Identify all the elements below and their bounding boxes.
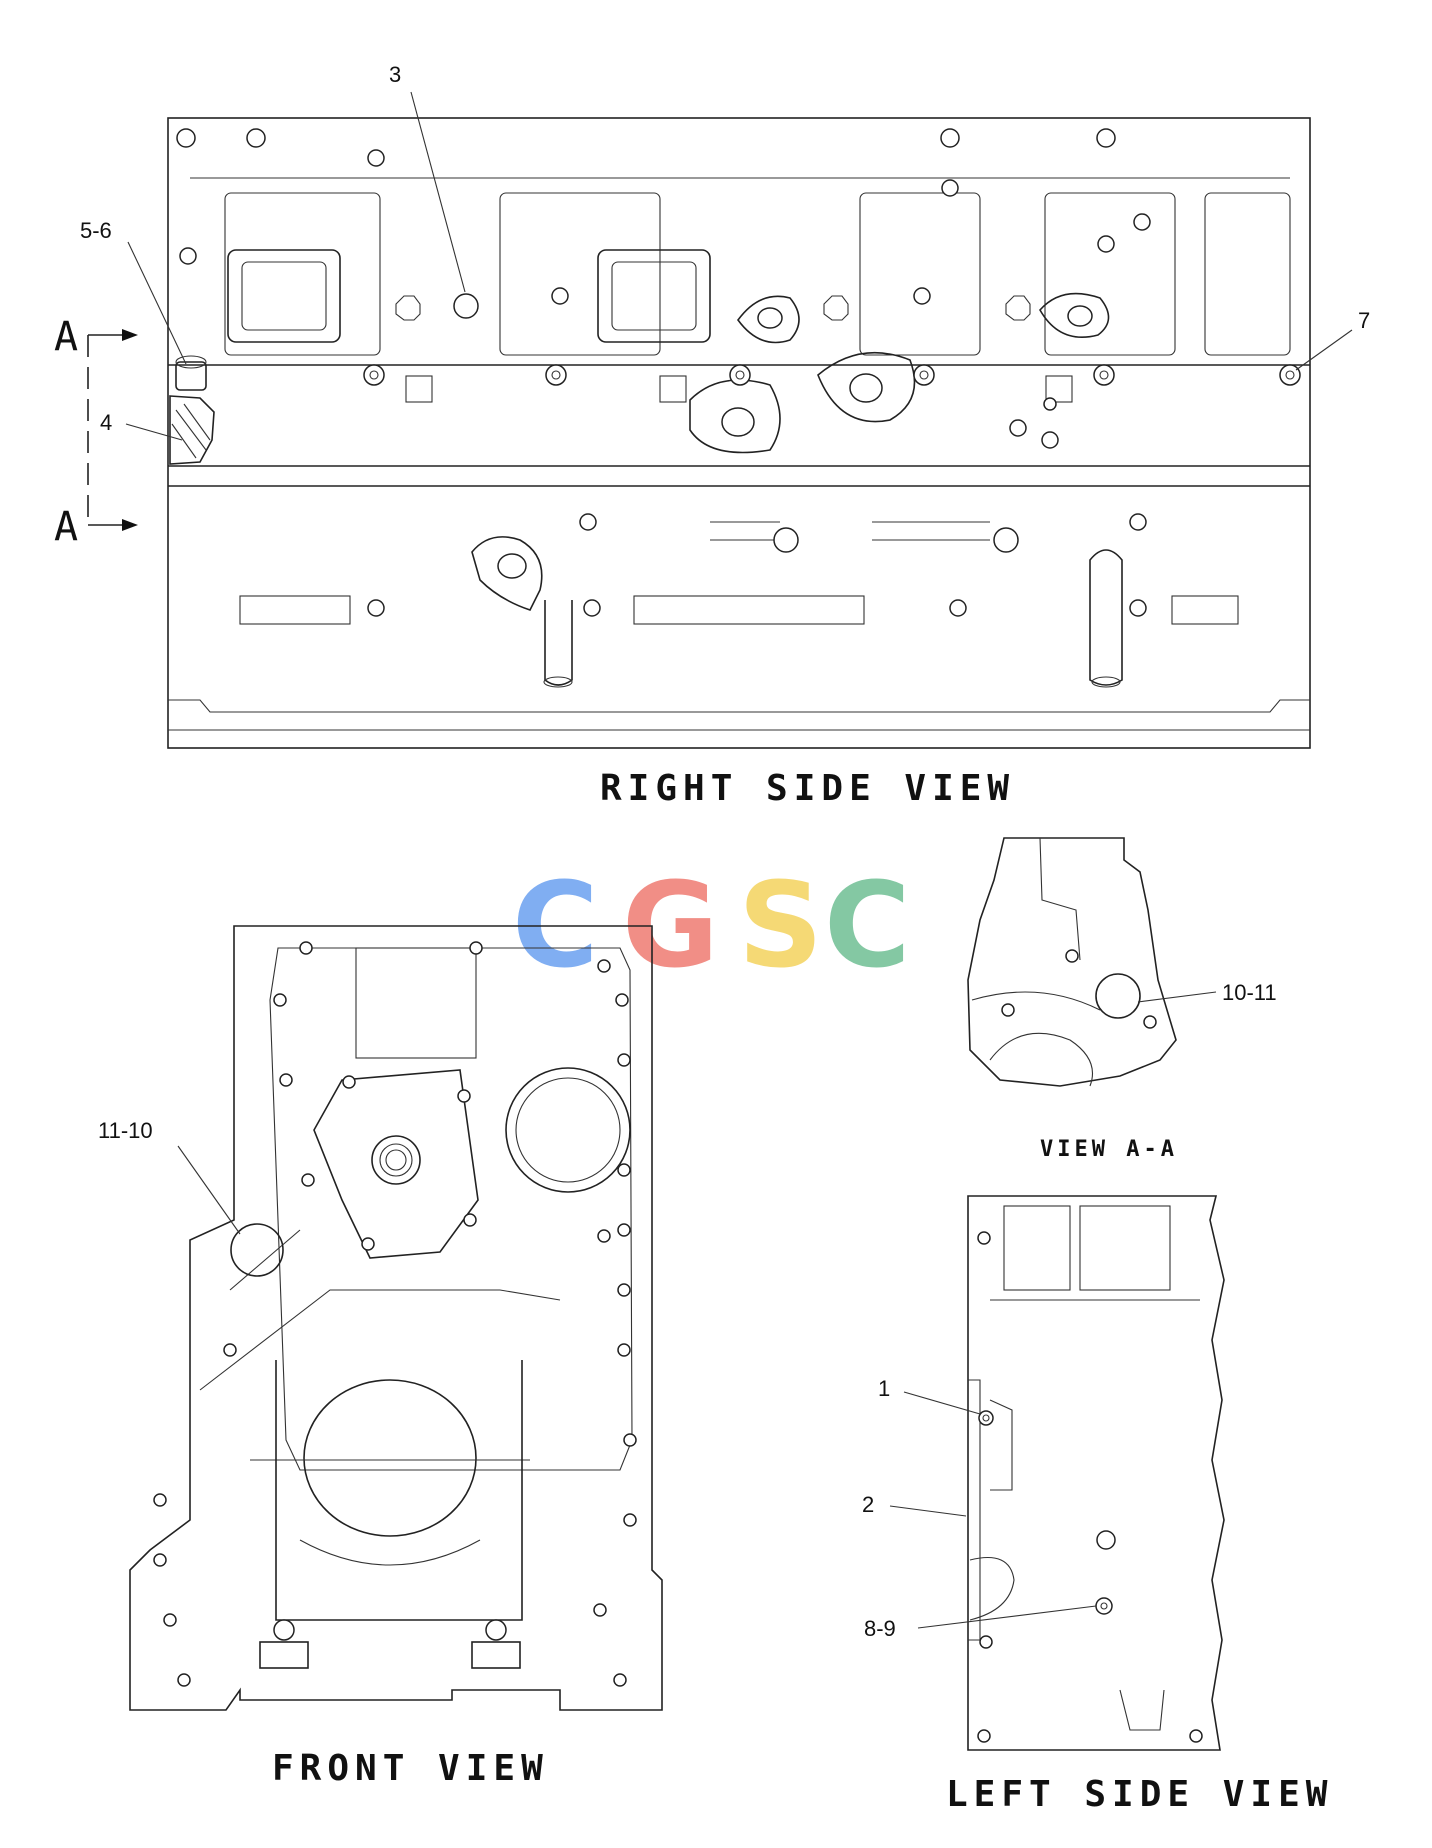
view-title-right-side: RIGHT SIDE VIEW: [600, 768, 1015, 809]
watermark-letter-4: C: [824, 856, 911, 994]
callout-11-10: 11-10: [98, 1118, 241, 1235]
callout-8-9: 8-9: [864, 1605, 1097, 1641]
callout-label-10-11: 10-11: [1222, 980, 1277, 1005]
left-plug-8-9: [1095, 1597, 1113, 1615]
callout-10-11: 10-11: [1137, 980, 1277, 1005]
section-letter-top: A: [54, 314, 78, 360]
callout-label-8-9: 8-9: [864, 1616, 896, 1641]
callout-label-4: 4: [100, 410, 112, 435]
left-block-outline: [967, 1195, 1225, 1751]
callout-4: 4: [100, 410, 183, 441]
cutaway-section: [169, 395, 215, 465]
exhaust-port-2: [597, 249, 711, 343]
callout-label-11-10: 11-10: [98, 1118, 153, 1143]
watermark-letter-3: S: [738, 856, 823, 994]
left-side-view: LEFT SIDE VIEW: [946, 1195, 1333, 1815]
callout-2: 2: [862, 1492, 967, 1517]
callout-3: 3: [389, 62, 466, 293]
front-bolt-left: [259, 1641, 309, 1669]
exhaust-port-1: [227, 249, 341, 343]
watermark-logo: C G S C: [512, 856, 911, 994]
view-title-a-a: VIEW A-A: [1040, 1137, 1178, 1162]
crank-bore: [303, 1379, 477, 1537]
front-perimeter-holes: [153, 941, 637, 1687]
callout-label-2: 2: [862, 1492, 874, 1517]
watermark-letter-2: G: [622, 856, 719, 994]
plug-11-10: [230, 1223, 284, 1277]
section-letter-bottom: A: [54, 504, 78, 550]
block-outline: [167, 117, 1311, 749]
left-bolt-1: [978, 1410, 994, 1426]
section-outline: [967, 837, 1177, 1087]
section-view-a-a: VIEW A-A: [967, 837, 1178, 1162]
water-pump-housing: [313, 1069, 479, 1259]
callout-label-5-6: 5-6: [80, 218, 112, 243]
callout-1: 1: [878, 1376, 981, 1415]
right-side-view: RIGHT SIDE VIEW: [167, 117, 1311, 809]
callout-label-3: 3: [389, 62, 401, 87]
callout-7: 7: [1295, 308, 1370, 371]
front-bolt-right: [471, 1641, 521, 1669]
view-title-left-side: LEFT SIDE VIEW: [946, 1774, 1333, 1815]
watermark-letter-1: C: [512, 856, 599, 994]
section-marker: A A: [54, 314, 138, 550]
front-bore: [505, 1067, 631, 1193]
callout-label-7: 7: [1358, 308, 1370, 333]
plug-5-6: [175, 361, 207, 391]
view-title-front: FRONT VIEW: [272, 1748, 549, 1789]
front-view: FRONT VIEW: [129, 925, 663, 1789]
front-block-outline: [129, 925, 663, 1711]
callout-5-6: 5-6: [80, 218, 187, 365]
callout-label-1: 1: [878, 1376, 890, 1401]
section-plug: [1095, 973, 1141, 1019]
head-bolt-row: [363, 364, 1301, 386]
